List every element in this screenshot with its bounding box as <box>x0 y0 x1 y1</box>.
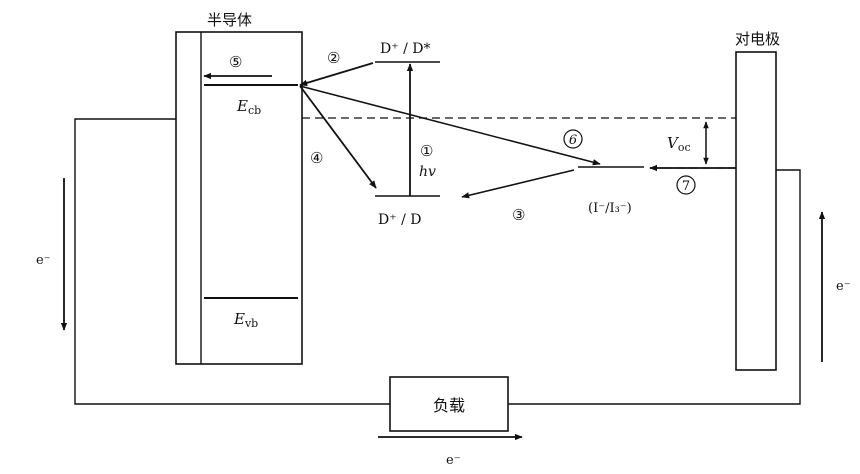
hv-label: hv <box>419 164 436 180</box>
electron-label-right: e⁻ <box>836 279 851 294</box>
step-6-label: 6 <box>569 133 577 148</box>
step-6-circle <box>563 129 583 149</box>
semiconductor-rect <box>175 31 303 365</box>
redox-couple-label: (I⁻/I₃⁻) <box>588 201 632 216</box>
external-circuit <box>74 118 801 405</box>
regeneration-arrow <box>461 169 575 199</box>
ecb-label: Ecb <box>236 97 261 117</box>
ground-state-label: D⁺ / D <box>378 212 421 228</box>
recombination-dye-arrow <box>299 85 377 189</box>
left-wire <box>74 118 390 405</box>
right-wire <box>508 169 801 405</box>
step-1-label: ① <box>420 142 433 160</box>
step-5-label: ⑤ <box>229 53 242 71</box>
semiconductor-label: 半导体 <box>207 11 252 29</box>
semiconductor-block <box>175 31 303 365</box>
step-7-circle <box>676 175 696 195</box>
evb-label: Evb <box>233 310 258 330</box>
load-label: 负载 <box>433 396 465 415</box>
step-7-label: 7 <box>682 179 690 194</box>
injection-arrow <box>299 62 374 86</box>
counter-electrode-rect <box>735 51 777 371</box>
step-3-label: ③ <box>512 206 525 224</box>
voc-label: Voc <box>667 134 691 154</box>
step-2-label: ② <box>327 49 340 67</box>
excited-state-label: D⁺ / D* <box>380 41 430 57</box>
counter-electrode-label: 对电极 <box>735 30 780 48</box>
step-4-label: ④ <box>310 149 323 167</box>
electron-label-bottom: e⁻ <box>446 453 461 468</box>
electron-label-left: e⁻ <box>36 253 51 268</box>
recombination-electrolyte-arrow <box>299 85 601 166</box>
